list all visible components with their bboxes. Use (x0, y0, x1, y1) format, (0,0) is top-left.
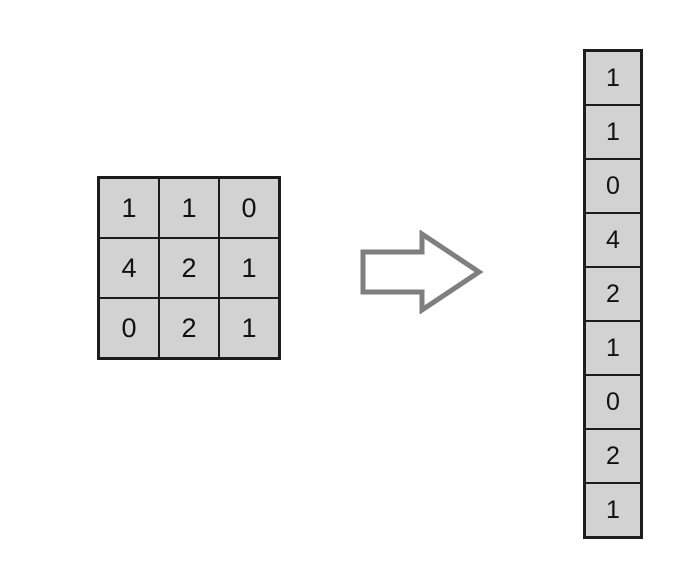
input-matrix: 1 1 0 4 2 1 0 2 1 (97, 176, 281, 360)
vector-cell: 0 (585, 375, 641, 429)
vector-cell: 0 (585, 159, 641, 213)
matrix-cell: 0 (219, 178, 279, 238)
matrix-cell: 4 (99, 238, 159, 298)
vector-cell: 1 (585, 483, 641, 537)
vector-cell: 2 (585, 267, 641, 321)
vector-cell: 1 (585, 51, 641, 105)
matrix-cell: 1 (219, 298, 279, 358)
matrix-cell: 1 (159, 178, 219, 238)
right-arrow-icon (360, 230, 483, 314)
matrix-cell: 0 (99, 298, 159, 358)
vector-cell: 4 (585, 213, 641, 267)
matrix-cell: 1 (99, 178, 159, 238)
matrix-cell: 2 (159, 238, 219, 298)
vector-cell: 1 (585, 105, 641, 159)
matrix-cell: 1 (219, 238, 279, 298)
vector-cell: 1 (585, 321, 641, 375)
matrix-cell: 2 (159, 298, 219, 358)
flattened-vector: 1 1 0 4 2 1 0 2 1 (583, 49, 643, 539)
vector-cell: 2 (585, 429, 641, 483)
